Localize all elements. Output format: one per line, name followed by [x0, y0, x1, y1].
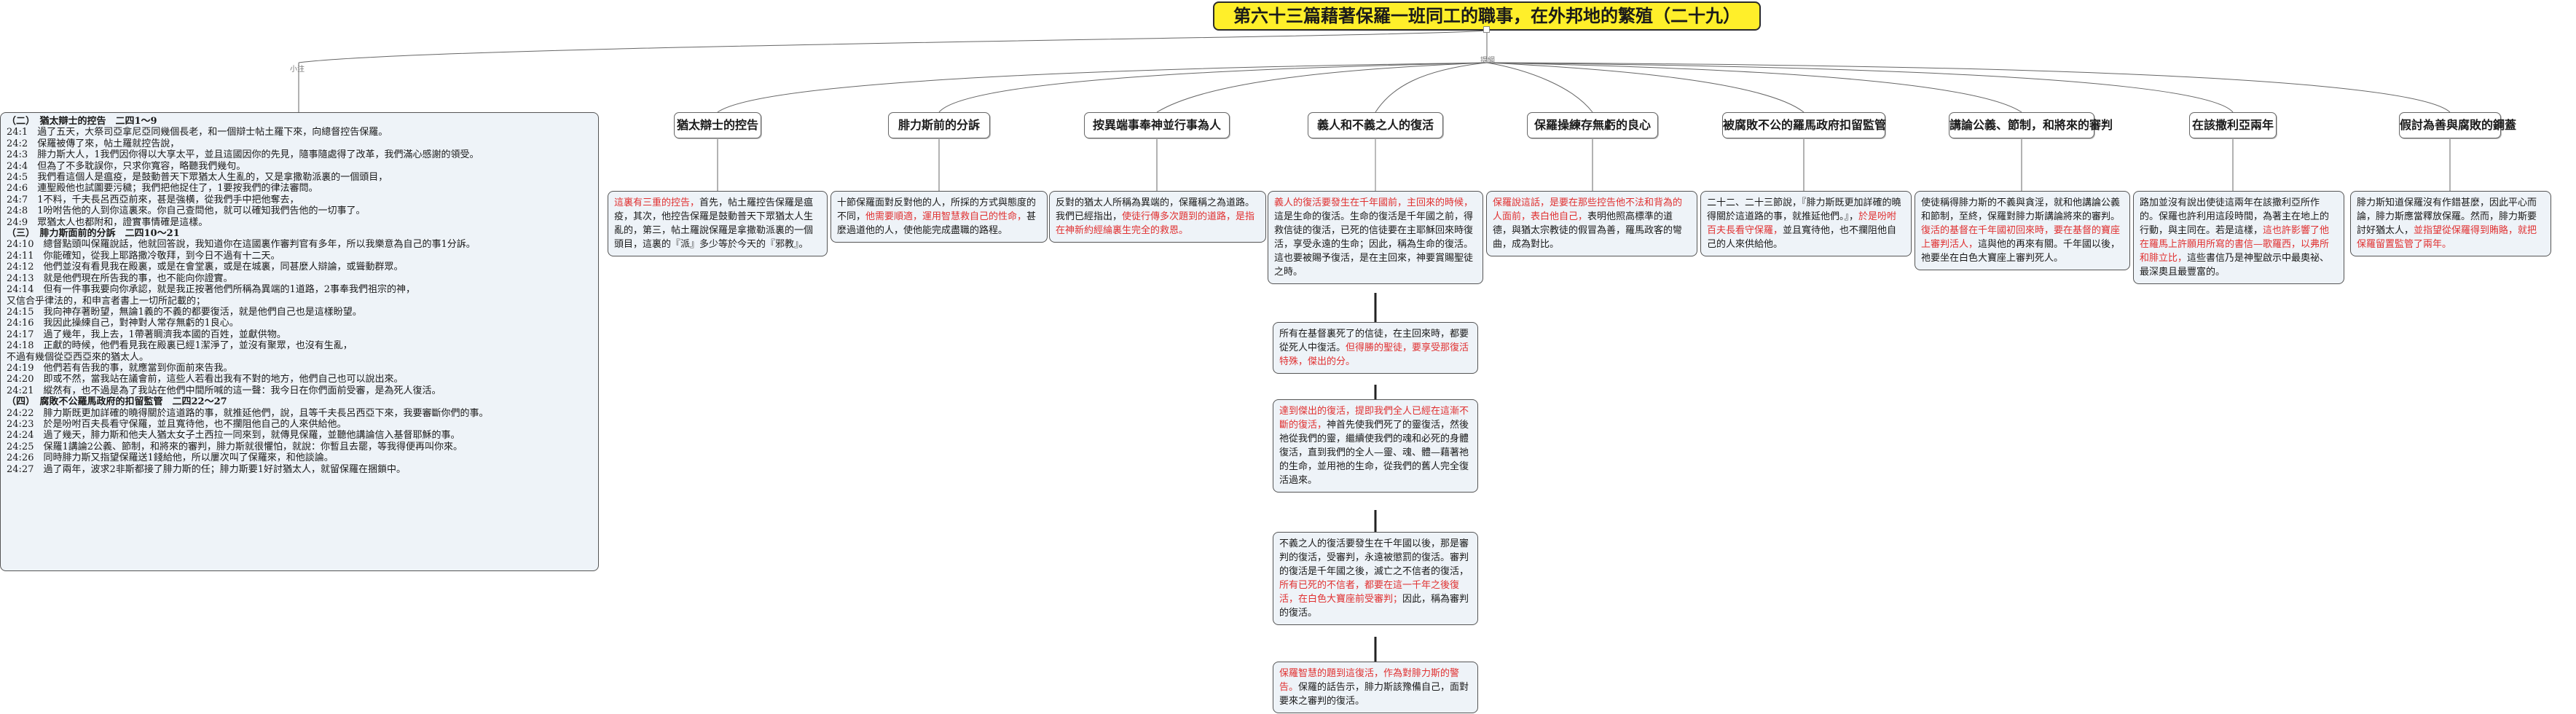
verse-line: 24:16 我因此操練自己，對神對人常存無虧的1良心。 — [7, 318, 239, 329]
verse-line: 24:8 1吩咐告他的人到你這裏來。你自己查問他，就可以確知我們告他的一切事了。 — [7, 205, 366, 217]
body-text: 反對的猶太人所稱為異端的，保羅稱之為道路。我們已經指出， — [1056, 197, 1255, 222]
body-text: 保羅的話告示，腓力斯該豫備自己，面對要來之審判的復活。 — [1279, 682, 1469, 707]
topic-header-jewish-orator[interactable]: 猶太辯士的控告 — [674, 112, 761, 138]
verse-line: 24:14 但有一件事我要向你承認，就是我正按著他們所稱為異端的1道路，2事奉我… — [7, 284, 416, 296]
verse-line: 24:19 他們若有告我的事，就應當到你面前來告我。 — [7, 362, 233, 374]
highlight-text: 復活的基督在千年國初回來時，要在基督的寶座上審判活人， — [1921, 225, 2121, 250]
highlight-text: 並指望從保羅得到賄賂，就把保羅留置監管了兩年。 — [2357, 225, 2537, 250]
verse-line: 24:4 但為了不多耽誤你，只求你寬容，略聽我們幾句。 — [7, 160, 246, 172]
topic-body[interactable]: 反對的猶太人所稱為異端的，保羅稱之為道路。我們已經指出，使徒行傳多次題到的道路，… — [1049, 191, 1266, 243]
section-heading: （二） 猶太辯士的控告 二四1～9 — [7, 116, 157, 127]
body-text: 神首先使我們死了的靈復活，然後祂從我們的靈，繼續使我們的魂和必死的身體復活，直到… — [1279, 420, 1469, 486]
topic-header-defense-before-felix[interactable]: 腓力斯前的分訴 — [888, 112, 990, 138]
highlight-text: 這也許影響了他在羅馬上許願用所寫的書信—歌羅西，以弗所和腓立比， — [2140, 225, 2330, 264]
topic-body[interactable]: 使徒稱得腓力斯的不義與貪淫，就和他講論公義和節制，至終，保羅對腓力斯講論將來的審… — [1915, 191, 2130, 270]
body-text: 不義之人的復活要發生在千年國以後，那是審判的復活，受審判，永遠被懲罰的復活。審判… — [1279, 538, 1469, 577]
body-text: 並且寬待他，也不攔阻他自己的人來供給他。 — [1707, 225, 1897, 250]
body-text: 這是生命的復活。生命的復活是千年國之前，得救信徒的復活，已死的信徒要在主耶穌回來… — [1274, 211, 1474, 278]
verse-line: 不過有幾個從亞西亞來的猶太人。 — [7, 351, 149, 363]
verse-line: 24:23 於是吩咐百夫長看守保羅，並且寬待他，也不攔阻他自己的人來供給他。 — [7, 418, 347, 430]
topic-header-custody[interactable]: 被腐敗不公的羅馬政府扣留監管 — [1722, 112, 1886, 138]
section-heading: （四） 腐敗不公羅馬政府的扣留監管 二四22～27 — [7, 396, 227, 408]
highlight-text: 於是吩咐百夫長看守保羅， — [1707, 211, 1897, 236]
verse-line: 24:21 縱然有，也不過是為了我站在他們中間所喊的這一聲：我今日在你們面前受審… — [7, 385, 441, 396]
branch-label-right: 提綱 — [1480, 57, 1495, 65]
collapse-toggle[interactable] — [1483, 26, 1490, 33]
verse-line: 24:9 眾猶太人也都附和，證實事情確是這樣。 — [7, 216, 208, 228]
resurrection-detail-box[interactable]: 保羅智慧的題到這復活，作為對腓力斯的警告。保羅的話告示，腓力斯該豫備自己，面對要… — [1273, 662, 1478, 713]
highlight-text: 所有已死的不信者，都要在這一千年之後復活，在白色大寶座前受審判； — [1279, 580, 1460, 605]
verse-line: 24:3 腓力斯大人，1我們因你得以大享太平，並且這國因你的先見，隨事隨處得了改… — [7, 149, 479, 161]
topic-body[interactable]: 腓力斯知道保羅沒有作錯甚麼，因此平心而論，腓力斯應當釋放保羅。然而，腓力斯要討好… — [2350, 191, 2551, 256]
section-heading: （三） 腓力斯面前的分訴 二四10～21 — [7, 228, 180, 240]
body-text: 因此，稱為審判的復活。 — [1279, 594, 1469, 619]
body-text: 二十二、二十三節說，『腓力斯既更加詳確的曉得關於這道路的事，就推延他們。』， — [1707, 197, 1901, 222]
highlight-text: 這裏有三重的控告， — [614, 197, 700, 208]
verse-line: 24:22 腓力斯既更加詳確的曉得關於這道路的事，就推延他們，說，且等千夫長呂西… — [7, 407, 489, 419]
topic-header-two-years-caesarea[interactable]: 在該撒利亞兩年 — [2189, 112, 2277, 138]
verse-line: 24:20 即或不然，當我站在議會前，這些人若看出我有不對的地方，他們自己也可以… — [7, 374, 404, 385]
topic-body[interactable]: 十節保羅面對反對他的人，所採的方式與態度的不同，他需要順適，運用智慧救自己的性命… — [830, 191, 1048, 243]
body-text: 這與他的再來有關。千年國以後，祂要坐在白色大寶座上審判死人。 — [1921, 239, 2121, 264]
highlight-text: 保羅智慧的題到這復活，作為對腓力斯的警告。 — [1279, 668, 1460, 693]
verse-line: 又信合乎律法的，和申言者書上一切所記載的； — [7, 295, 206, 307]
verse-line: 24:11 你能確知，從我上耶路撒冷敬拜，到今日不過有十二天。 — [7, 250, 280, 262]
verse-line: 24:7 1不料，千夫長呂西亞前來，甚是強横，從我們手中把他奪去， — [7, 194, 299, 205]
highlight-text: 義人的復活要發生在千年國前，主回來的時候， — [1274, 197, 1474, 208]
body-text: 所有在基督裏死了的信徒，在主回來時，都要從死人中復活。 — [1279, 329, 1469, 353]
body-text: 十節保羅面對反對他的人，所採的方式與態度的不同， — [837, 197, 1037, 222]
highlight-text: 但得勝的聖徒，要享受那復活特殊，傑出的分。 — [1279, 342, 1469, 367]
topic-header-righteousness-judgment[interactable]: 講論公義、節制，和將來的審判 — [1949, 112, 2113, 138]
body-text: 腓力斯知道保羅沒有作錯甚麼，因此平心而論，腓力斯應當釋放保羅。然而，腓力斯要討好… — [2357, 197, 2537, 236]
topic-body[interactable]: 義人的復活要發生在千年國前，主回來的時候， 這是生命的復活。生命的復活是千年國之前… — [1268, 191, 1483, 284]
verse-line: 24:1 過了五天，大祭司亞拿尼亞同幾個長老，和一個辯士帖土羅下來，向總督控告保… — [7, 127, 388, 138]
verse-line: 24:10 總督點頭叫保羅說話，他就回答說，我知道你在這國裏作審判官有多年，所以… — [7, 239, 476, 251]
resurrection-detail-box[interactable]: 不義之人的復活要發生在千年國以後，那是審判的復活，受審判，永遠被懲罰的復活。審判… — [1273, 532, 1478, 625]
resurrection-detail-box[interactable]: 所有在基督裏死了的信徒，在主回來時，都要從死人中復活。但得勝的聖徒，要享受那復活… — [1273, 322, 1478, 374]
resurrection-detail-box[interactable]: 達到傑出的復活，提即我們全人已經在這漸不斷的復活，神首先使我們死了的靈復活，然後… — [1273, 399, 1478, 493]
verse-line: 24:12 他們並沒有看見我在殿裏，或是在會堂裏，或是在城裏，同甚麼人辯論，或聳… — [7, 262, 404, 273]
topic-body[interactable]: 路加並沒有說出使徒這兩年在該撒利亞所作的。保羅也許利用這段時間，為著主在地上的行… — [2133, 191, 2344, 284]
verse-line: 24:13 就是他們現在所告我的事，也不能向你證實。 — [7, 272, 233, 284]
verse-line: 24:27 過了兩年，波求2非斯都接了腓力斯的任；腓力斯要1好討猶太人，就留保羅… — [7, 463, 407, 475]
verse-line: 24:25 保羅1講論2公義、節制，和將來的審判，腓力斯就很懼怕，就說：你暫且去… — [7, 441, 463, 452]
highlight-text: 保羅說這話，是要在那些控告他不法和背為的人面前，表白他自己， — [1493, 197, 1683, 222]
topic-header-pretended-kindness[interactable]: 假討為善與腐敗的鋼蓋 — [2399, 112, 2516, 138]
verse-line: 24:24 過了幾天，腓力斯和他夫人猶太女子土西拉一同來到，就傳見保羅，並聽他講… — [7, 430, 460, 442]
topic-header-serve-god-per-the-way[interactable]: 按異端事奉神並行事為人 — [1084, 112, 1230, 138]
verse-line: 24:6 連聖殿他也試圖要污穢；我們把他捉住了，1要按我們的律法審問。 — [7, 183, 318, 195]
body-text: 甚麼過道他的人，使他能完成盡職的路程。 — [837, 211, 1037, 236]
body-text: 表明他照高標準的道德，與猶太宗教徒的假冒為善，羅馬政客的彎曲，成為對比。 — [1493, 211, 1683, 250]
body-text: 使徒稱得腓力斯的不義與貪淫，就和他講論公義和節制，至終，保羅對腓力斯講論將來的審… — [1921, 197, 2121, 222]
verse-line: 24:5 我們看這個人是瘟疫，是鼓動普天下眾猶太人生亂的，又是拿撒勒派裏的一個頭… — [7, 172, 388, 184]
body-text: 這些書信乃是神聖啟示中最奧祕、最深奧且最豐富的。 — [2140, 253, 2330, 278]
body-text: 路加並沒有說出使徒這兩年在該撒利亞所作的。保羅也許利用這段時間，為著主在地上的行… — [2140, 197, 2330, 236]
topic-body[interactable]: 這裏有三重的控告，首先，帖土羅控告保羅是瘟疫，其次，他控告保羅是鼓動普天下眾猶太… — [608, 191, 828, 256]
highlight-text: 他需要順適，運用智慧救自己的性命， — [865, 211, 1027, 222]
topic-header-resurrection[interactable]: 義人和不義之人的復活 — [1308, 112, 1443, 138]
body-text: 首先，帖土羅控告保羅是瘟疫，其次，他控告保羅是鼓動普天下眾猶太人生亂的，第三，帖… — [614, 197, 814, 250]
highlight-text: 使徒行傳多次題到的道路，是指在神新約經綸裏生完全的救恩。 — [1056, 211, 1255, 236]
verse-line: 24:17 過了幾年，我上去，1帶著賙濟我本國的百姓，並獻供物。 — [7, 329, 286, 340]
highlight-text: 達到傑出的復活，提即我們全人已經在這漸不斷的復活， — [1279, 406, 1469, 431]
verse-line: 24:18 正獻的時候，他們看見我在殿裏已經1潔淨了，並沒有聚眾，也沒有生亂， — [7, 340, 353, 352]
branch-label-left: 小注 — [290, 66, 305, 74]
verse-line: 24:2 保羅被傳了來，帖土羅就控告說， — [7, 138, 180, 149]
topic-body[interactable]: 二十二、二十三節說，『腓力斯既更加詳確的曉得關於這道路的事，就推延他們。』，於是… — [1700, 191, 1912, 256]
topic-header-good-conscience[interactable]: 保羅操練存無虧的良心 — [1527, 112, 1658, 138]
verse-line: 24:15 我向神存著盼望，無論1義的不義的都要復活，就是他們自己也是這樣盼望。 — [7, 306, 362, 318]
topic-body[interactable]: 保羅說這話，是要在那些控告他不法和背為的人面前，表白他自己，表明他照高標準的道德… — [1486, 191, 1697, 256]
verse-line: 24:26 同時腓力斯又指望保羅送1錢給他，所以屢次叫了保羅來，和他談論。 — [7, 452, 334, 464]
